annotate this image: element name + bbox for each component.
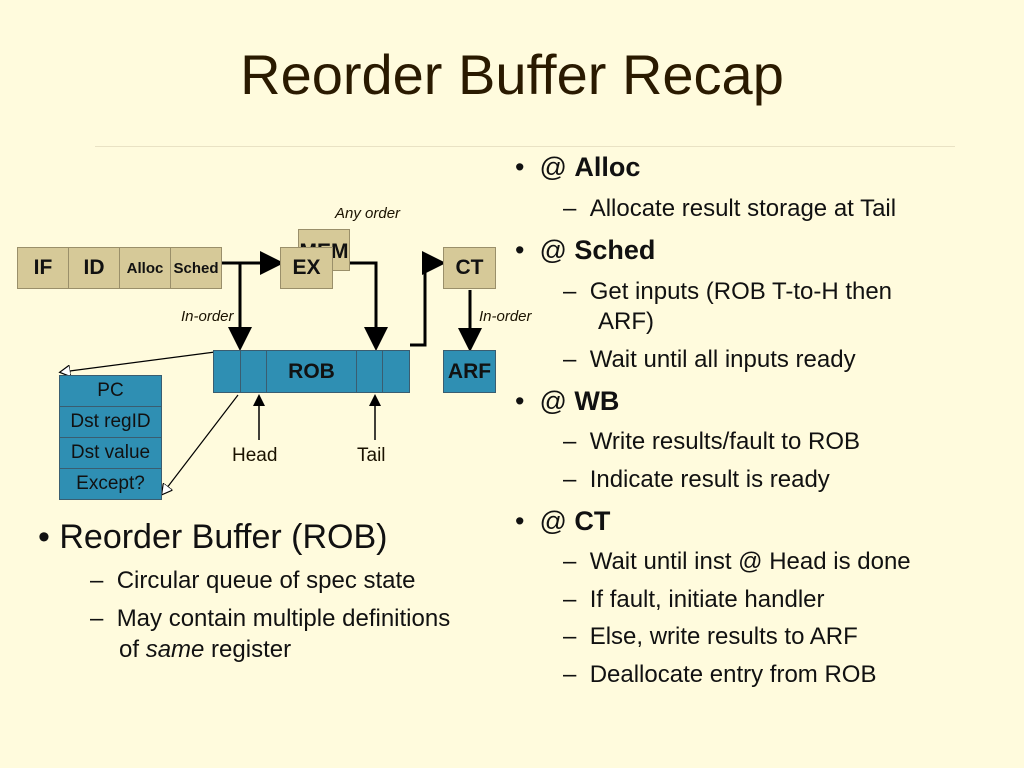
rob-slot bbox=[240, 350, 267, 393]
sched-sub-2: – Wait until all inputs ready bbox=[563, 346, 856, 374]
wb-sub-2: – Indicate result is ready bbox=[563, 466, 830, 494]
dash: – bbox=[563, 195, 590, 222]
stage-if: IF bbox=[17, 247, 69, 289]
rob-slot bbox=[356, 350, 383, 393]
in-order-right-label: In-order bbox=[479, 308, 532, 325]
stage-id: ID bbox=[68, 247, 120, 289]
callout-line-bottom bbox=[163, 394, 239, 493]
ct-sub-3: – Else, write results to ARF bbox=[563, 623, 858, 651]
rob-slot bbox=[213, 350, 241, 393]
stage-sched: Sched bbox=[170, 247, 222, 289]
bullet-dot: • bbox=[515, 235, 540, 265]
bullet-dot: • bbox=[515, 386, 540, 416]
left-bullet-main: • Reorder Buffer (ROB) bbox=[38, 518, 388, 557]
alloc-sub-1-text: Allocate result storage at Tail bbox=[589, 195, 897, 222]
sched-sub-1: – Get inputs (ROB T-to-H then bbox=[563, 278, 892, 306]
stage-ex: EX bbox=[280, 247, 333, 289]
stage-ct: CT bbox=[443, 247, 496, 289]
ct-sub-2: – If fault, initiate handler bbox=[563, 586, 825, 614]
at-sign: @ bbox=[539, 235, 575, 265]
dash: – bbox=[563, 586, 590, 613]
left-sub-bullet-1-text: Circular queue of spec state bbox=[116, 567, 416, 594]
sched-sub-2-text: Wait until all inputs ready bbox=[589, 346, 856, 373]
dash: – bbox=[90, 605, 117, 632]
at-sign: @ bbox=[539, 152, 575, 182]
callout-line-top bbox=[62, 351, 216, 372]
any-order-label: Any order bbox=[335, 205, 401, 222]
head-label: Head bbox=[232, 445, 278, 466]
dash: – bbox=[563, 661, 590, 688]
dash: – bbox=[563, 278, 590, 305]
slide-title: Reorder Buffer Recap bbox=[240, 43, 784, 106]
in-order-left-label: In-order bbox=[181, 308, 234, 325]
dash: – bbox=[563, 548, 590, 575]
bullet-dot: • bbox=[515, 506, 540, 536]
ct-sub-1: – Wait until inst @ Head is done bbox=[563, 548, 911, 576]
left-sub-bullet-2-text: May contain multiple definitions bbox=[116, 605, 451, 632]
rob-entry-except: Except? bbox=[59, 468, 162, 500]
bullet-dot: • bbox=[38, 518, 60, 556]
same-text: same bbox=[145, 636, 205, 663]
dash: – bbox=[563, 466, 590, 493]
wb-sub-1-text: Write results/fault to ROB bbox=[589, 428, 860, 455]
sched-sub-1-text: Get inputs (ROB T-to-H then bbox=[589, 278, 893, 305]
title-divider bbox=[95, 146, 955, 147]
bullet-alloc: • @ Alloc bbox=[515, 152, 640, 183]
bullet-dot: • bbox=[515, 152, 540, 182]
wb-sub-1: – Write results/fault to ROB bbox=[563, 428, 860, 456]
ct-sub-4-text: Deallocate entry from ROB bbox=[589, 661, 877, 688]
at-sign: @ bbox=[539, 386, 575, 416]
rob-entry-dst-regid: Dst regID bbox=[59, 406, 162, 438]
left-sub-bullet-1: – Circular queue of spec state bbox=[90, 567, 416, 595]
bullet-sched: • @ Sched bbox=[515, 235, 655, 266]
rob-to-ct-arrow bbox=[410, 251, 446, 347]
ct-sub-2-text: If fault, initiate handler bbox=[589, 586, 825, 613]
ct-sub-3-text: Else, write results to ARF bbox=[589, 623, 858, 650]
arf-box: ARF bbox=[443, 350, 496, 393]
rob-entry-pc: PC bbox=[59, 375, 162, 407]
stage-alloc: Alloc bbox=[119, 247, 171, 289]
register-text: register bbox=[204, 636, 292, 663]
bullet-wb: • @ WB bbox=[515, 386, 619, 417]
left-sub-bullet-2: – May contain multiple definitions bbox=[90, 605, 450, 633]
bullet-wb-label: WB bbox=[574, 386, 620, 416]
dash: – bbox=[563, 623, 590, 650]
rob-entry-dst-value: Dst value bbox=[59, 437, 162, 469]
sched-sub-1-cont: ARF) bbox=[598, 308, 654, 335]
dash: – bbox=[563, 346, 590, 373]
bullet-ct: • @ CT bbox=[515, 506, 610, 537]
rob-slot bbox=[382, 350, 410, 393]
at-sign: @ bbox=[539, 506, 575, 536]
dash: – bbox=[90, 567, 117, 594]
bullet-ct-label: CT bbox=[574, 506, 611, 536]
bullet-alloc-label: Alloc bbox=[574, 152, 641, 182]
rob-label-cell: ROB bbox=[266, 350, 357, 393]
bullet-sched-label: Sched bbox=[574, 235, 656, 265]
left-bullet-main-text: Reorder Buffer (ROB) bbox=[59, 518, 388, 556]
wb-sub-2-text: Indicate result is ready bbox=[589, 466, 830, 493]
ct-sub-1-text: Wait until inst @ Head is done bbox=[589, 548, 911, 575]
left-sub-bullet-2-cont: of same register bbox=[119, 636, 291, 664]
ct-sub-4: – Deallocate entry from ROB bbox=[563, 661, 876, 689]
dash: – bbox=[563, 428, 590, 455]
tail-label: Tail bbox=[357, 445, 386, 466]
alloc-sub-1: – Allocate result storage at Tail bbox=[563, 195, 896, 223]
ex-to-rob-arrow bbox=[333, 261, 388, 351]
of-text: of bbox=[119, 636, 146, 663]
